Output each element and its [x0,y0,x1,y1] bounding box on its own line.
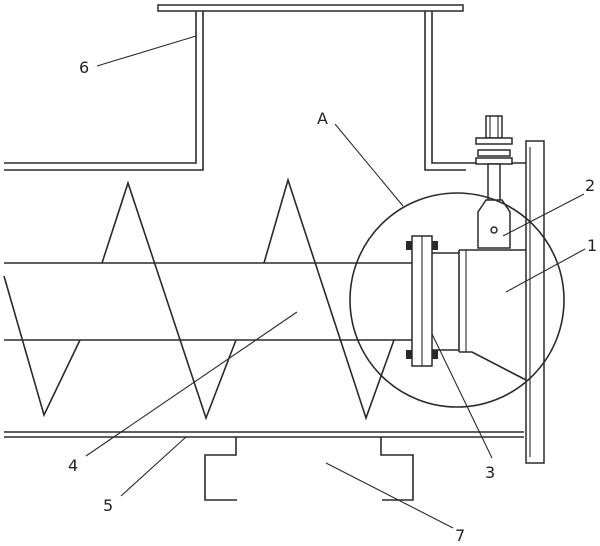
label-7: 7 [455,526,465,545]
flange-bolt-head-2 [432,241,438,250]
tension-bolt [475,115,513,249]
hopper-top-flange [157,4,464,12]
flight-blade-1 [3,275,81,418]
label-2: 2 [585,176,595,195]
flange-bolt-head-4 [432,350,438,359]
leader-7 [325,462,454,529]
support-bracket-right [380,437,414,501]
screw-shaft [4,262,412,341]
bracket-pin-hole [490,226,498,234]
detail-circle-a [349,192,565,408]
housing-taper [459,351,527,381]
leader-5 [120,436,187,497]
feed-hopper [4,4,466,171]
end-plate-body [525,140,545,464]
leader-1 [505,248,586,293]
label-4: 4 [68,456,78,475]
leader-2 [502,193,585,237]
leader-3 [431,333,493,459]
support-bracket-left [204,437,237,501]
flight-blade-2 [101,180,237,421]
hopper-left-wall-inner [4,11,204,171]
bolt-shank [487,163,501,203]
end-plate [466,140,545,464]
bolt-washer-1 [475,137,513,145]
flight-blade-3 [263,177,395,421]
flange-bolt-head-1 [406,241,412,250]
label-1: 1 [587,236,597,255]
hopper-right-wall-outer [424,11,466,171]
label-6: 6 [79,58,89,77]
trough [4,431,524,438]
hopper-left-wall-outer [4,11,197,164]
bearing-housing [432,249,527,381]
leader-4 [85,311,298,457]
bolt-nut-top [485,115,503,139]
bolt-clevis-bracket [477,199,511,249]
flange-bolt-head-3 [406,350,412,359]
bolt-washer-3 [475,157,513,165]
label-3: 3 [485,463,495,482]
part-labels: 6 A 2 1 4 3 5 7 [68,58,597,545]
leader-a [334,123,404,207]
leader-lines [85,35,586,529]
coupling-flange [406,235,438,367]
bolt-washer-2 [477,149,511,157]
screw-flight [3,177,395,421]
label-5: 5 [103,496,113,515]
label-a: A [317,109,328,128]
hopper-right-wall-inner [431,11,466,164]
support-brackets [204,437,414,501]
leader-6 [96,35,197,67]
